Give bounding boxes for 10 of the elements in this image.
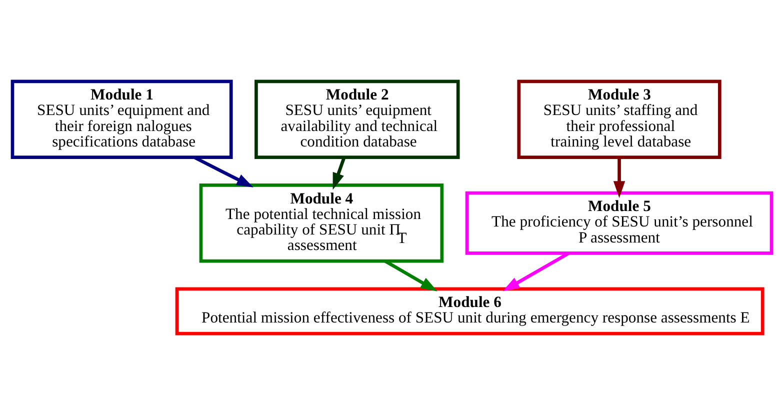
arrow xyxy=(613,156,626,198)
node-box: Module 2 SESU units’ equipment availability and technical condition database xyxy=(254,79,460,158)
node-box: Module 6 Potential mission effectiveness of SESU unit during emergency response assessments E xyxy=(175,286,764,335)
node-box: Module 5 The proficiency of SESU unit’s personnel P assessment xyxy=(465,190,774,254)
arrow xyxy=(502,251,570,291)
node-box: Module 1 SESU units’ equipment and their foreign nalogues specifications database xyxy=(10,79,233,158)
arrow xyxy=(332,156,346,190)
arrow xyxy=(194,155,254,187)
node-box: Module 3 SESU units’ staffing and their professional training level database xyxy=(517,79,722,158)
arrow xyxy=(384,259,438,291)
